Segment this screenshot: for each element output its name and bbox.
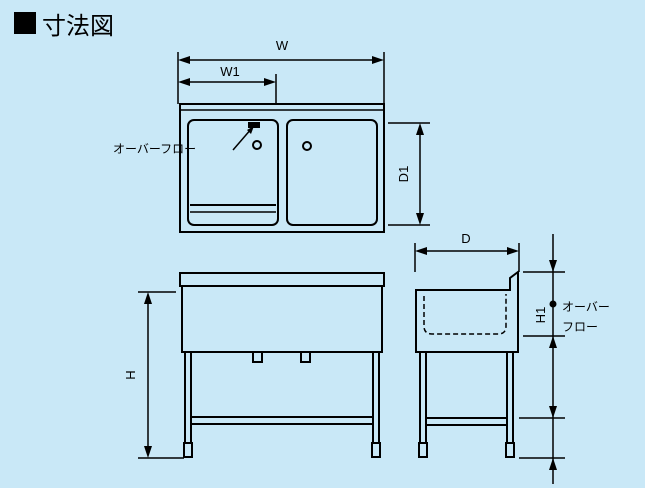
h-label: H — [123, 370, 138, 379]
overflow-callout-top: オーバーフロー — [113, 142, 196, 156]
h1-label: H1 — [533, 307, 548, 324]
overflow-callout-side-line1: オーバー — [562, 300, 610, 314]
side-view: D H1 オーバー — [414, 231, 610, 484]
top-view: W W1 オーバーフロー — [113, 38, 430, 233]
page-title: 寸法図 — [14, 6, 114, 40]
d1-label: D1 — [396, 166, 411, 183]
front-view: H — [123, 272, 385, 459]
title-square-icon — [14, 12, 36, 34]
w-label: W — [276, 38, 289, 53]
w1-label: W1 — [220, 64, 240, 79]
overflow-callout-side-line2: フロー — [562, 320, 598, 334]
d-label: D — [461, 231, 470, 246]
title-text: 寸法図 — [42, 11, 114, 40]
